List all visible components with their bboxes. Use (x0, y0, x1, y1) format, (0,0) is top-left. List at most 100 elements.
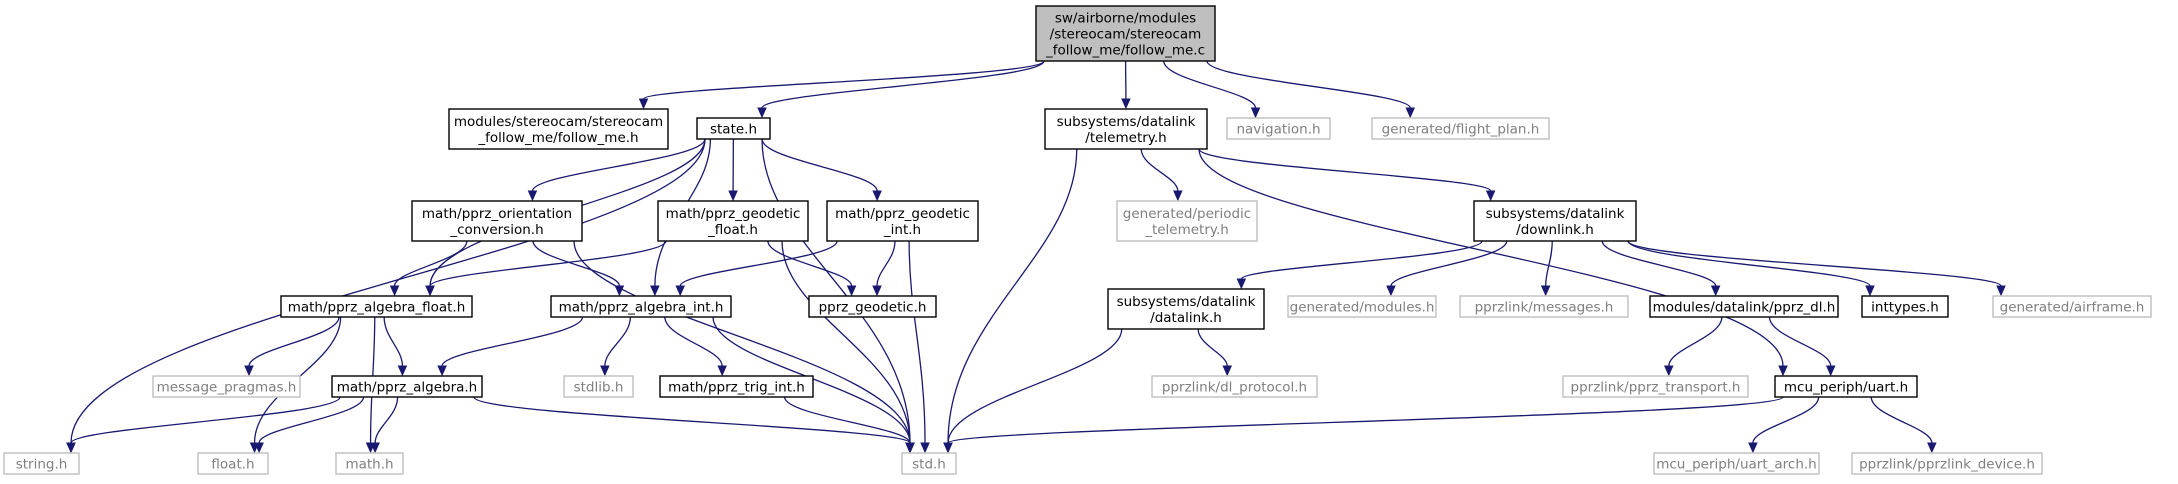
node-stdlib-h[interactable]: stdlib.h (563, 375, 634, 398)
node-box (696, 117, 771, 140)
edge-line (532, 240, 621, 287)
edge-arrowhead (650, 285, 660, 297)
node-follow-me-h[interactable]: modules/stereocam/stereocam_follow_me/fo… (448, 108, 669, 150)
edge-downlink_h-to-airframe_h (1627, 240, 2006, 297)
node-dl-protocol-h[interactable]: pprzlink/dl_protocol.h (1151, 375, 1318, 398)
node-box (411, 200, 583, 242)
node-label-line: math/pprz_geodetic (666, 206, 801, 222)
edge-line (761, 60, 1045, 109)
edge-arrowhead (1927, 442, 1937, 454)
node-box (1044, 108, 1208, 150)
node-box (1107, 288, 1265, 330)
node-box (335, 452, 404, 475)
node-state-h[interactable]: state.h (696, 117, 771, 140)
node-downlink-h[interactable]: subsystems/datalink/downlink.h (1473, 200, 1637, 242)
edge-line (1545, 240, 1553, 287)
node-box (1116, 200, 1258, 242)
edge-arrowhead (920, 442, 930, 454)
node-geodetic-int-h[interactable]: math/pprz_geodetic_int.h (826, 200, 979, 242)
node-label-line: math/pprz_orientation (422, 206, 572, 222)
node-telemetry-h[interactable]: subsystems/datalink/telemetry.h (1044, 108, 1208, 150)
edge-geodetic_int_h-to-pprz_geodetic_h (872, 240, 896, 297)
node-algebra-float-h[interactable]: math/pprz_algebra_float.h (280, 295, 473, 318)
node-periodic-telemetry-h[interactable]: generated/periodic_telemetry.h (1116, 200, 1258, 242)
node-box (657, 200, 809, 242)
edge-arrowhead (1865, 285, 1875, 297)
edge-follow_me_c-to-follow_me_h (638, 60, 1045, 110)
edge-line (761, 138, 911, 444)
edge-follow_me_c-to-flight_plan_h (1206, 60, 1416, 119)
node-label-line: float.h (211, 457, 254, 473)
edge-line (908, 240, 926, 444)
node-box (1851, 452, 2043, 475)
node-label-line: subsystems/datalink (1057, 114, 1196, 130)
node-box (1992, 295, 2152, 318)
node-float-h[interactable]: float.h (197, 452, 269, 475)
node-pprz-geodetic-h[interactable]: pprz_geodetic.h (808, 295, 937, 318)
node-uart-arch-h[interactable]: mcu_periph/uart_arch.h (1653, 452, 1820, 475)
edge-arrowhead (527, 190, 538, 202)
node-label-line: /downlink.h (1516, 222, 1594, 238)
edge-arrowhead (905, 442, 915, 454)
node-label-line: generated/flight_plan.h (1382, 122, 1540, 138)
node-flight-plan-h[interactable]: generated/flight_plan.h (1371, 117, 1550, 140)
edge-arrowhead (1250, 107, 1261, 119)
edge-state_h-to-geodetic_int_h (761, 138, 882, 202)
node-math-h[interactable]: math.h (335, 452, 404, 475)
node-label-line: generated/periodic (1123, 206, 1251, 222)
node-box (826, 200, 979, 242)
node-label-line: _conversion.h (449, 222, 543, 238)
node-messages-h[interactable]: pprzlink/messages.h (1459, 295, 1629, 318)
node-datalink-h[interactable]: subsystems/datalink/datalink.h (1107, 288, 1265, 330)
node-label-line: pprz_geodetic.h (819, 300, 927, 316)
edge-downlink_h-to-inttypes_h (1627, 240, 1875, 297)
node-algebra-int-h[interactable]: math/pprz_algebra_int.h (550, 295, 732, 318)
node-label-line: _float.h (707, 222, 758, 238)
node-label-line: pprzlink/pprz_transport.h (1571, 380, 1741, 396)
edge-arrowhead (1710, 285, 1721, 297)
node-std-h[interactable]: std.h (901, 452, 957, 475)
node-box (280, 295, 473, 318)
node-layer: sw/airborne/modules/stereocam/stereocam_… (3, 5, 2152, 475)
edge-arrowhead (1236, 278, 1247, 290)
node-algebra-h[interactable]: math/pprz_algebra.h (331, 375, 483, 398)
edge-orientation_h-to-std_h (573, 240, 915, 454)
edge-arrowhead (1222, 365, 1232, 377)
node-orientation-h[interactable]: math/pprz_orientation_conversion.h (411, 200, 583, 242)
edge-arrowhead (425, 285, 435, 297)
edge-arrowhead (1825, 365, 1836, 377)
node-box (1653, 452, 1820, 475)
node-box (1459, 295, 1629, 318)
node-label-line: pprzlink/dl_protocol.h (1162, 380, 1307, 396)
node-string-h[interactable]: string.h (3, 452, 80, 475)
node-label-line: modules/datalink/pprz_dl.h (1653, 300, 1836, 316)
node-label-line: math/pprz_geodetic (835, 206, 970, 222)
node-pprzlink-device-h[interactable]: pprzlink/pprzlink_device.h (1851, 452, 2043, 475)
edge-line (1668, 316, 1723, 367)
node-label-line: pprzlink/messages.h (1475, 300, 1614, 316)
edge-algebra_h-to-std_h (473, 396, 915, 454)
edge-line (383, 316, 404, 367)
edge-line (1752, 396, 1820, 444)
node-pprz-transport-h[interactable]: pprzlink/pprz_transport.h (1562, 375, 1749, 398)
edge-state_h-to-orientation_h (527, 138, 706, 202)
edge-geodetic_float_h-to-pprz_geodetic_h (767, 240, 857, 297)
edge-arrowhead (728, 190, 738, 202)
node-box (1151, 375, 1318, 398)
edge-line (947, 328, 1123, 444)
node-label-line: math/pprz_algebra_int.h (559, 300, 724, 316)
node-trig-int-h[interactable]: math/pprz_trig_int.h (659, 375, 814, 398)
node-navigation-h[interactable]: navigation.h (1226, 117, 1331, 140)
node-box (808, 295, 937, 318)
node-modules-h[interactable]: generated/modules.h (1287, 295, 1437, 318)
edge-follow_me_c-to-navigation_h (1163, 60, 1261, 119)
node-geodetic-float-h[interactable]: math/pprz_geodetic_float.h (657, 200, 809, 242)
node-uart-h[interactable]: mcu_periph/uart.h (1774, 375, 1918, 398)
edge-algebra_h-to-float_h (254, 396, 365, 454)
node-message-pragmas-h[interactable]: message_pragmas.h (152, 375, 301, 398)
node-label-line: state.h (710, 122, 757, 138)
node-inttypes-h[interactable]: inttypes.h (1861, 295, 1949, 318)
node-airframe-h[interactable]: generated/airframe.h (1992, 295, 2152, 318)
node-pprz-dl-h[interactable]: modules/datalink/pprz_dl.h (1649, 295, 1839, 318)
